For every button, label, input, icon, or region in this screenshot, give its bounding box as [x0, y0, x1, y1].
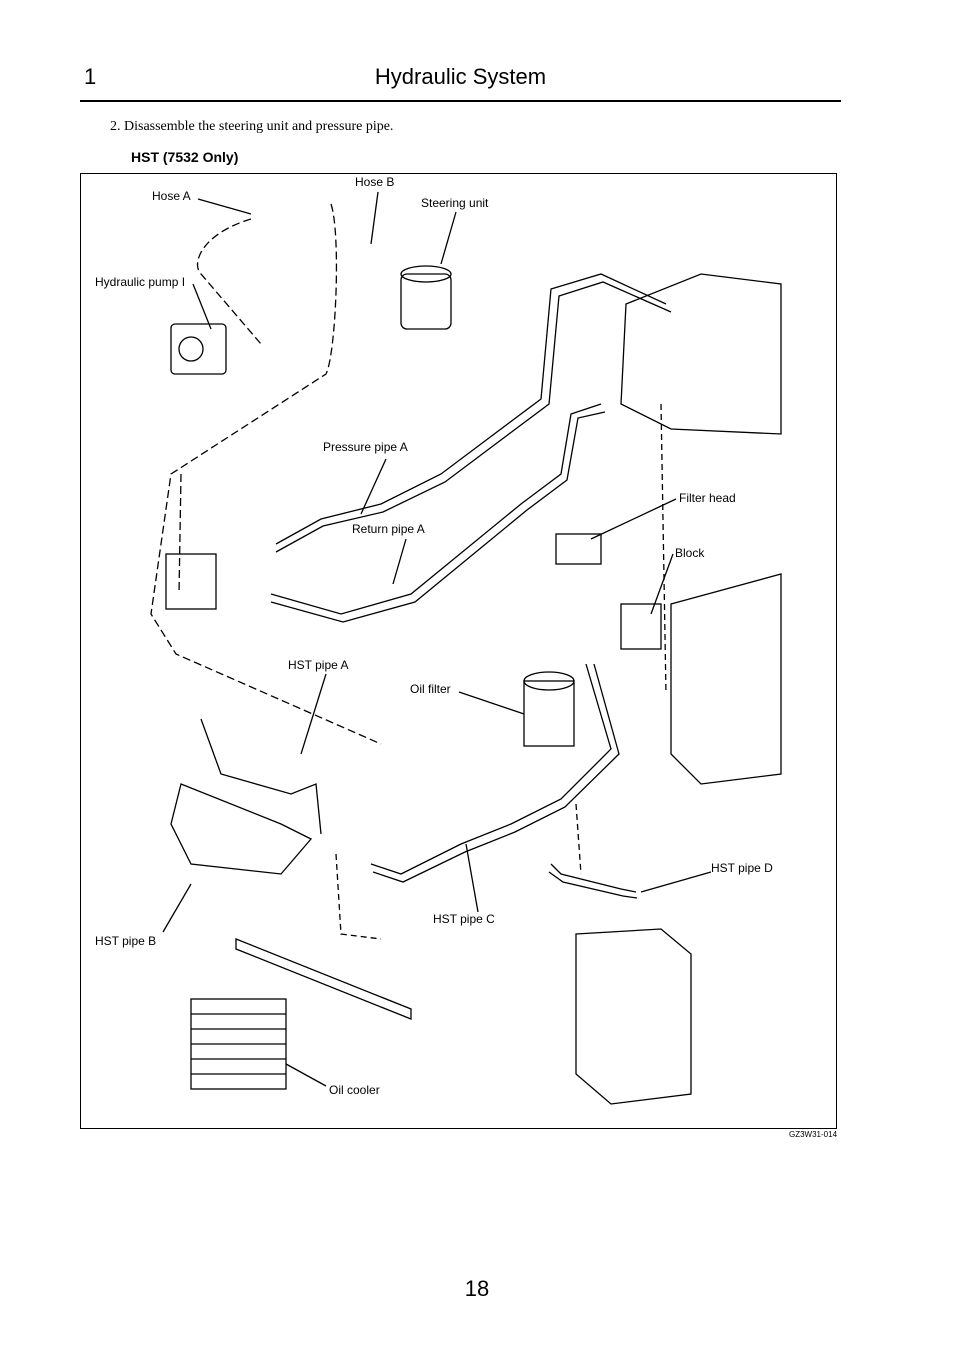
label-hst-pipe-c: HST pipe C — [433, 912, 495, 926]
label-return-pipe-a: Return pipe A — [352, 522, 425, 536]
label-pressure-pipe-a: Pressure pipe A — [323, 440, 408, 454]
figure-code: GZ3W31-014 — [789, 1130, 838, 1139]
label-filter-head: Filter head — [679, 491, 736, 505]
label-hydraulic-pump: Hydraulic pump I — [95, 275, 186, 289]
hydraulic-diagram: Hose A Hose B Steering unit Hydraulic pu… — [80, 173, 837, 1129]
label-hst-pipe-a: HST pipe A — [288, 658, 349, 672]
label-block: Block — [675, 546, 705, 560]
page-header: 1 Hydraulic System — [80, 60, 841, 102]
figure-subtitle: HST (7532 Only) — [131, 149, 239, 165]
label-hose-b: Hose B — [355, 175, 395, 189]
page-number: 18 — [464, 1276, 490, 1301]
label-hose-a: Hose A — [152, 189, 191, 203]
label-hst-pipe-d: HST pipe D — [711, 861, 773, 875]
chapter-title: Hydraulic System — [374, 64, 547, 89]
label-oil-cooler: Oil cooler — [329, 1083, 380, 1097]
label-hst-pipe-b: HST pipe B — [95, 934, 157, 948]
label-oil-filter: Oil filter — [410, 682, 451, 696]
step-instruction: 2. Disassemble the steering unit and pre… — [110, 119, 394, 134]
diagram-drawing — [150, 191, 782, 1105]
label-steering-unit: Steering unit — [421, 196, 489, 210]
chapter-number: 1 — [84, 64, 97, 89]
